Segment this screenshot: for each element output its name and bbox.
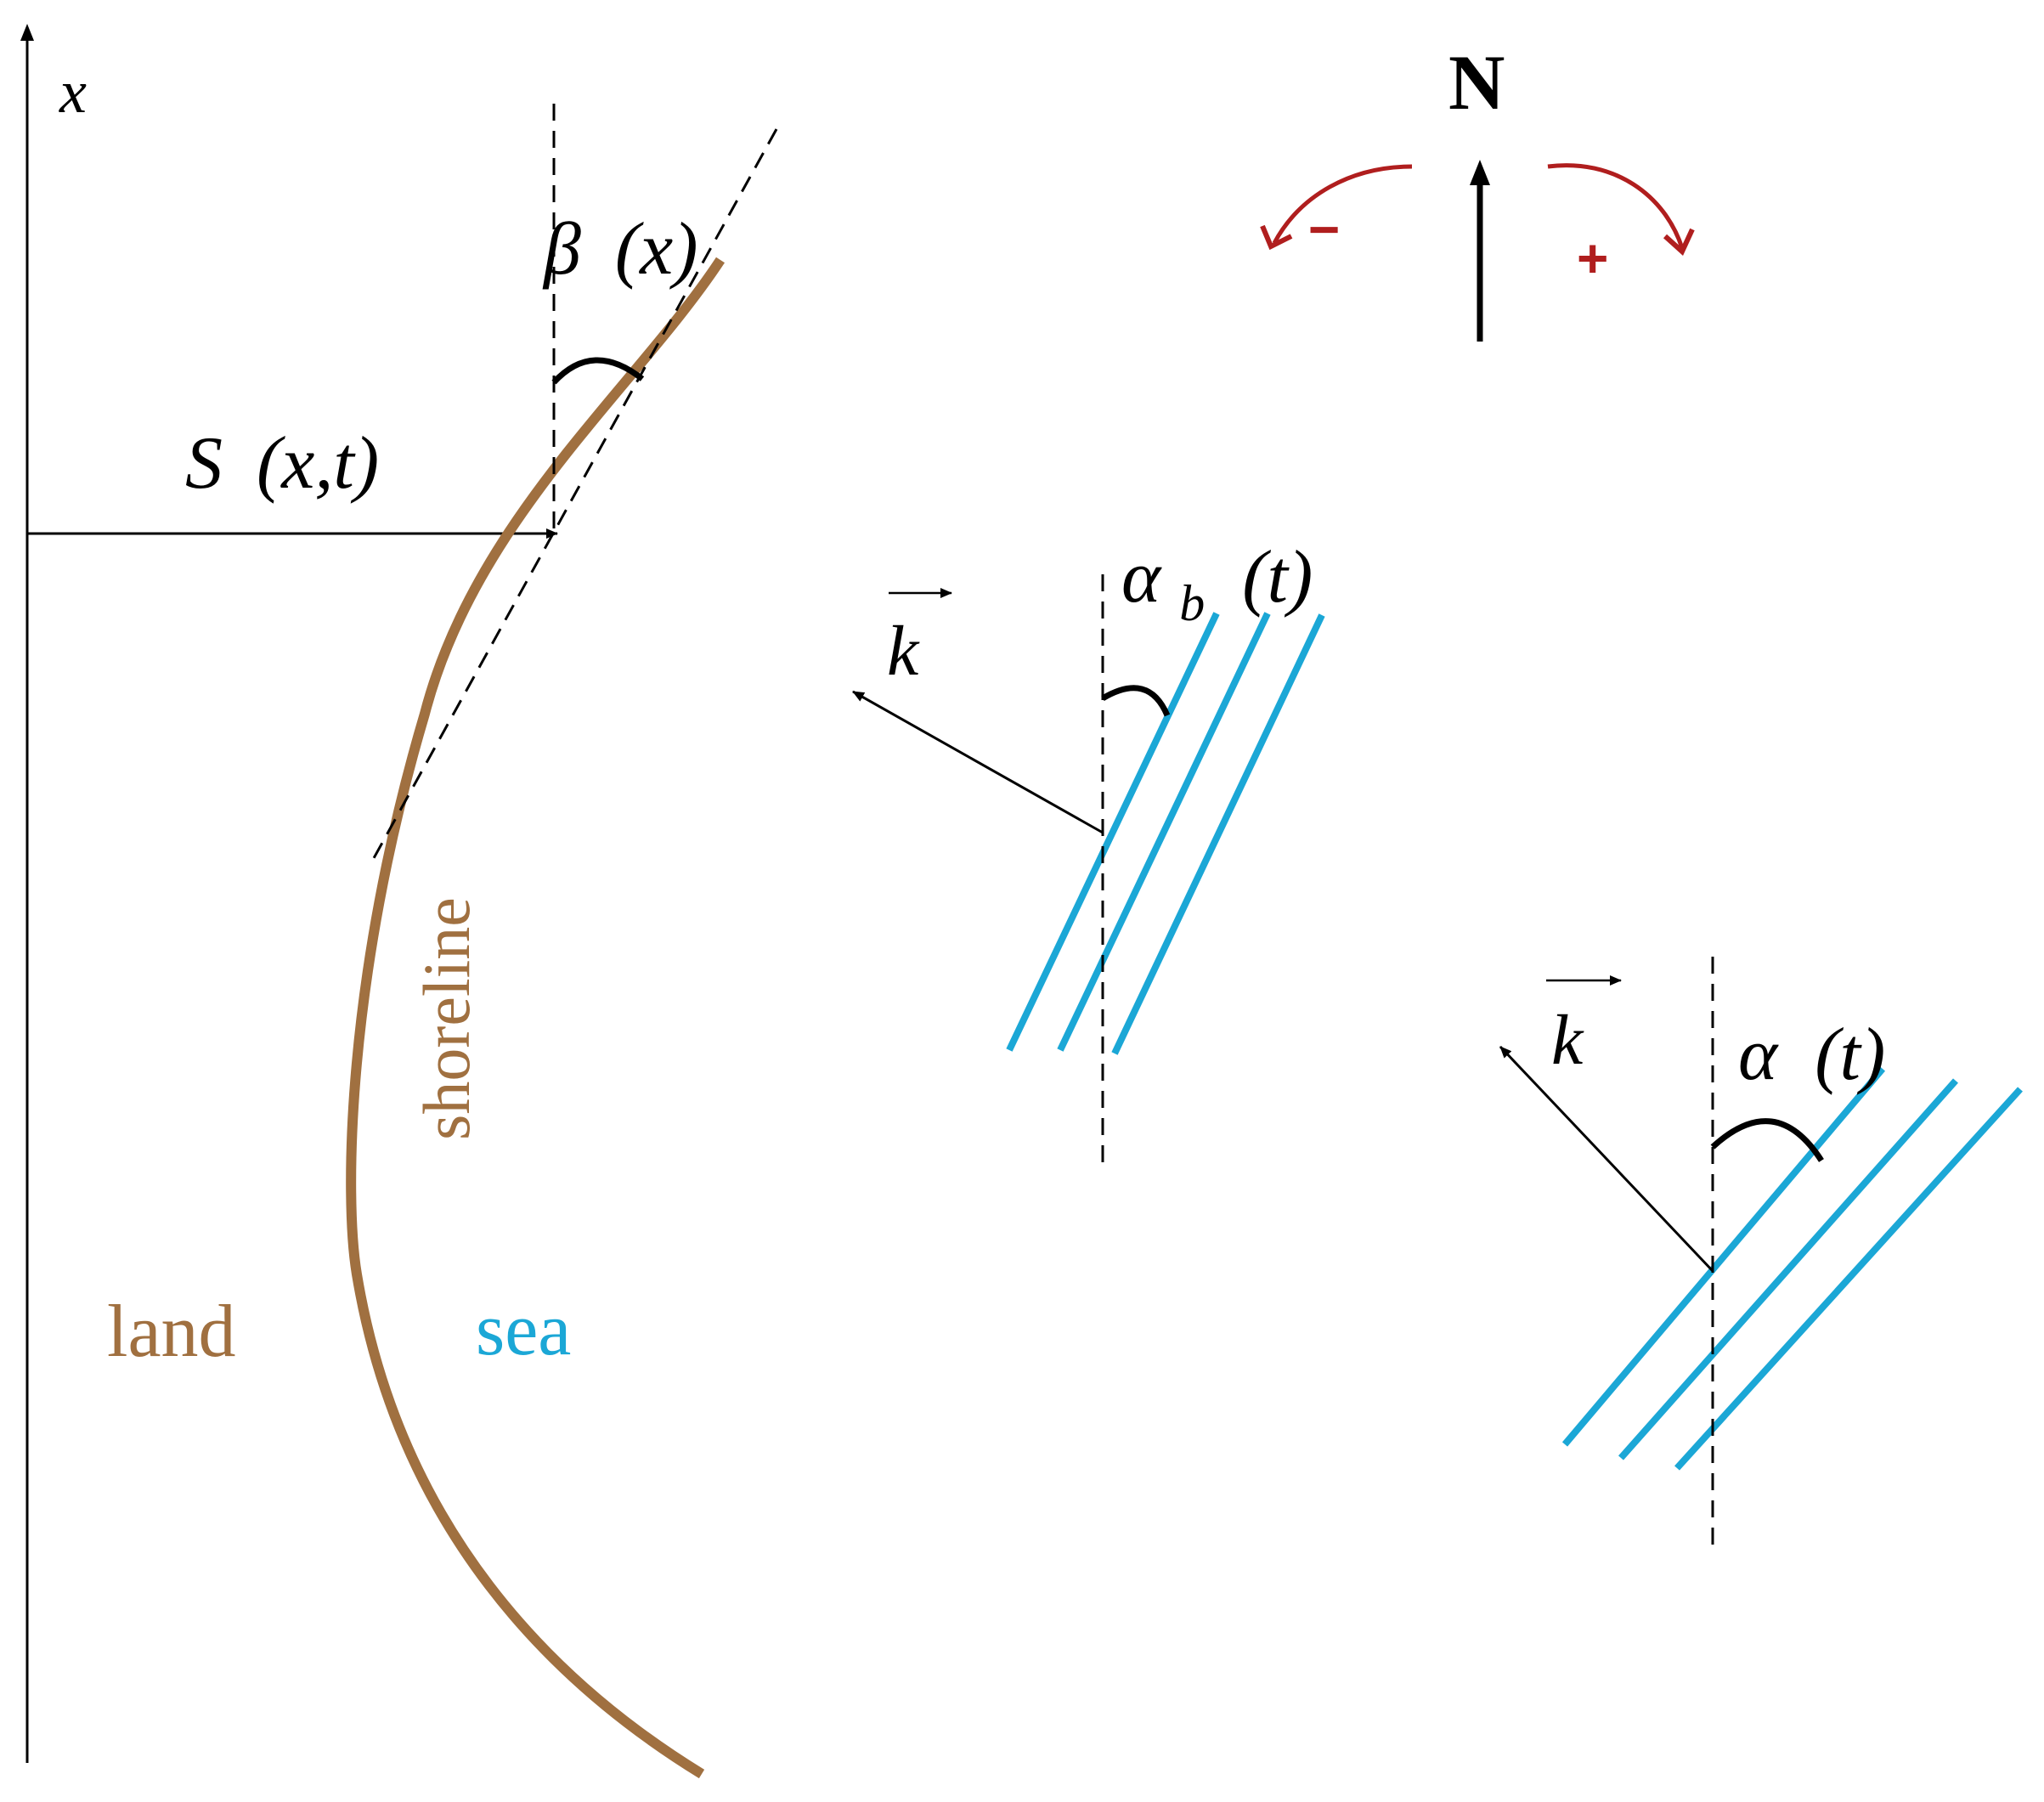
- alpha-b-label: α b (t): [1121, 536, 1313, 637]
- alpha-label: α (t): [1738, 1014, 1885, 1096]
- arrow-up-icon: [1470, 160, 1490, 342]
- wave-crest: [1057, 612, 1271, 1052]
- shoreline-label: shoreline: [409, 897, 483, 1140]
- rotate-ccw-icon: [1272, 164, 1413, 245]
- k-vector-arrow: [1499, 1045, 1714, 1273]
- wave-crest: [1006, 612, 1220, 1052]
- offshore-wave-group: k α (t): [1499, 957, 2023, 1546]
- land-label: land: [107, 1291, 236, 1373]
- wave-crest: [1111, 613, 1325, 1055]
- cw-plus-sign: +: [1577, 228, 1608, 289]
- k-vector-arrow: [852, 690, 1104, 834]
- breaking-wave-group: k α b (t): [852, 536, 1325, 1164]
- axes: x: [20, 24, 87, 1763]
- north-label: N: [1448, 39, 1505, 126]
- shoreline-position-arrow: S (x,t): [27, 422, 558, 539]
- shoreline-curve: [346, 257, 726, 1779]
- k-vector-label: k: [1551, 1001, 1584, 1080]
- beta-label: β (x): [542, 208, 698, 291]
- north-indicator: N − +: [1260, 39, 1695, 342]
- shoreline-position-label: S (x,t): [185, 422, 379, 505]
- sea-label: sea: [476, 1289, 571, 1371]
- shoreline-tangent-line: [372, 128, 778, 859]
- k-vector-label: k: [887, 612, 920, 691]
- wave-crest: [1618, 1078, 1958, 1460]
- wave-crest: [1561, 1066, 1886, 1447]
- beta-angle-arc: [551, 357, 645, 385]
- x-axis-arrowhead: [20, 24, 34, 41]
- alpha-angle-arc: [1710, 1118, 1824, 1162]
- alpha-b-angle-arc: [1101, 685, 1171, 717]
- ccw-minus-sign: −: [1308, 199, 1340, 260]
- x-axis-label: x: [59, 58, 87, 126]
- rotate-cw-icon: [1547, 163, 1685, 249]
- wave-crest: [1674, 1087, 2023, 1471]
